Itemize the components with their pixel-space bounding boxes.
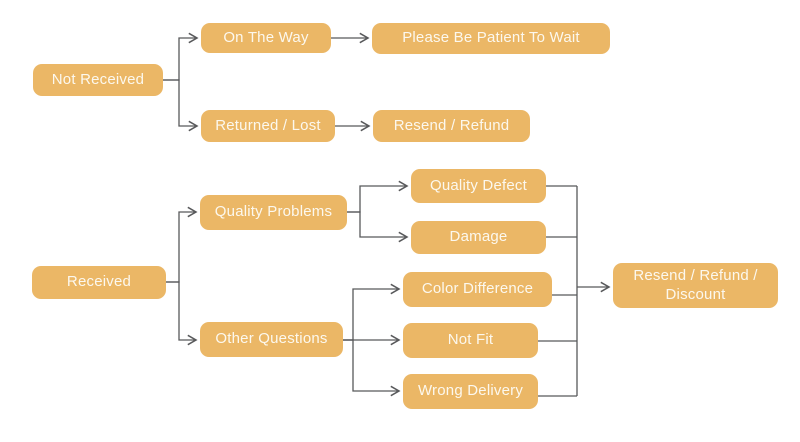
node-damage: Damage — [411, 221, 546, 254]
node-color-difference: Color Difference — [403, 272, 552, 307]
node-other-questions: Other Questions — [200, 322, 343, 357]
node-returned-lost: Returned / Lost — [201, 110, 335, 142]
edge-received-to-quality-problems — [166, 206, 198, 283]
node-on-the-way: On The Way — [201, 23, 331, 53]
node-not-received: Not Received — [33, 64, 163, 96]
node-wrong-delivery: Wrong Delivery — [403, 374, 538, 409]
edge-received-to-other-questions — [166, 281, 198, 346]
node-resend-refund: Resend / Refund — [373, 110, 530, 142]
node-quality-problems: Quality Problems — [200, 195, 347, 230]
node-received: Received — [32, 266, 166, 299]
edge-not-received-to-returned-lost — [163, 79, 199, 132]
node-quality-defect: Quality Defect — [411, 169, 546, 203]
edge-other-questions-to-color-difference — [343, 283, 401, 341]
edge-quality-problems-to-quality-defect — [347, 180, 409, 213]
node-please-be-patient-to-wait: Please Be Patient To Wait — [372, 23, 610, 54]
edge-quality-problems-to-damage — [347, 211, 409, 243]
node-not-fit: Not Fit — [403, 323, 538, 358]
edge-other-questions-to-wrong-delivery — [343, 339, 401, 397]
edge-not-received-to-on-the-way — [163, 32, 199, 81]
node-resend-refund-discount: Resend / Refund / Discount — [613, 263, 778, 308]
